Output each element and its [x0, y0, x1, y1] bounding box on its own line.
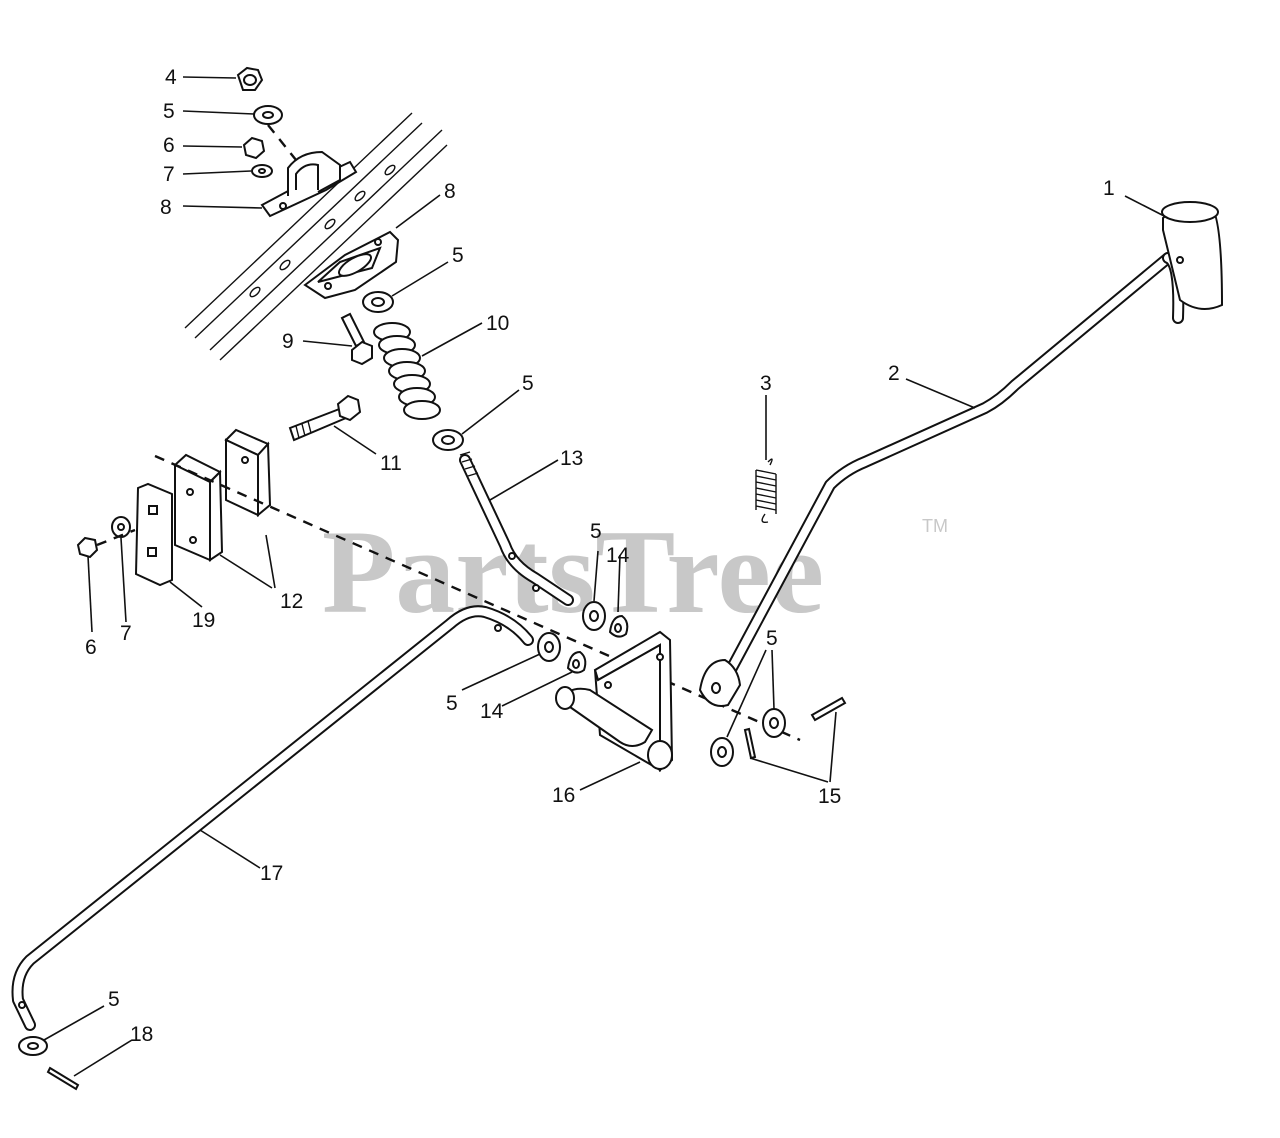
- label-8-lower: 8: [444, 180, 456, 203]
- assembly-axis: [154, 454, 801, 742]
- washer-5-mid-right: [582, 601, 606, 631]
- extension-spring-3: [755, 458, 777, 524]
- washer-7-top: [251, 164, 273, 178]
- label-8-upper: 8: [160, 196, 172, 219]
- frame-rail: [184, 112, 448, 361]
- lift-rod-17: [11, 605, 534, 1031]
- bolt-9: [340, 312, 373, 366]
- handle-knob-1: [1161, 201, 1224, 310]
- plate-19: [134, 482, 173, 587]
- bolt-11: [288, 394, 362, 442]
- label-18: 18: [130, 1023, 153, 1046]
- label-7-left: 7: [120, 622, 132, 645]
- compression-spring-10: [373, 322, 441, 420]
- washer-5-mid-left: [537, 632, 561, 662]
- label-2: 2: [888, 362, 900, 385]
- cotter-pin-15b: [743, 727, 757, 760]
- label-14-right: 14: [606, 544, 630, 567]
- washer-5-top: [253, 105, 283, 125]
- washer-5-lower-spring: [432, 429, 464, 451]
- label-5-spring-bottom: 5: [522, 372, 534, 395]
- label-6-top: 6: [163, 134, 175, 157]
- label-5-mid-right: 5: [590, 520, 602, 543]
- label-5-spring-top: 5: [452, 244, 464, 267]
- spacer-block-12-front: [173, 453, 224, 562]
- washer-5-bottom: [18, 1036, 48, 1056]
- label-5-top: 5: [163, 100, 175, 123]
- label-4: 4: [165, 66, 177, 89]
- leader-lines: [43, 76, 1169, 1077]
- nut-6-left: [76, 536, 99, 559]
- washer-5-right-lower: [710, 737, 734, 767]
- washer-7-left: [111, 516, 131, 538]
- cotter-pin-15a: [810, 696, 847, 722]
- label-3: 3: [760, 372, 772, 395]
- bearing-bracket-8-upper: [260, 150, 358, 218]
- label-11: 11: [380, 452, 402, 475]
- bearing-bracket-8-lower: [303, 230, 400, 300]
- pivot-bracket-16: [555, 630, 674, 773]
- washer-5-upper-spring: [362, 291, 394, 313]
- washer-5-right-upper: [762, 708, 786, 738]
- callout-labels: 1 2 3 4 5 6 7 8 8 5 9 10 5 11 13 12 19 7…: [85, 66, 1115, 1046]
- watermark-trademark: TM: [922, 516, 948, 536]
- assembly-axis-left: [96, 528, 136, 547]
- wave-washer-14-right: [608, 614, 629, 638]
- label-6-left: 6: [85, 636, 97, 659]
- cotter-pin-18: [46, 1066, 80, 1091]
- label-10: 10: [486, 312, 509, 335]
- label-12: 12: [280, 590, 303, 613]
- label-9: 9: [282, 330, 294, 353]
- watermark-text: PartsTree: [322, 505, 824, 638]
- leader-12b: [265, 534, 276, 589]
- label-1: 1: [1103, 177, 1115, 200]
- label-16: 16: [552, 784, 575, 807]
- spacer-block-12-rear: [224, 428, 272, 518]
- label-5-bottom: 5: [108, 988, 120, 1011]
- label-17: 17: [260, 862, 283, 885]
- label-5-mid-left: 5: [446, 692, 458, 715]
- adjustment-rod-13: [459, 451, 574, 606]
- label-15: 15: [818, 785, 841, 808]
- label-5-right: 5: [766, 627, 778, 650]
- nut-6-top: [242, 136, 266, 160]
- wave-washer-14-left: [566, 650, 587, 674]
- label-19: 19: [192, 609, 215, 632]
- leader-12a: [219, 554, 273, 589]
- lock-nut-4: [236, 66, 264, 91]
- label-14-left: 14: [480, 700, 504, 723]
- label-7-top: 7: [163, 163, 175, 186]
- label-13: 13: [560, 447, 583, 470]
